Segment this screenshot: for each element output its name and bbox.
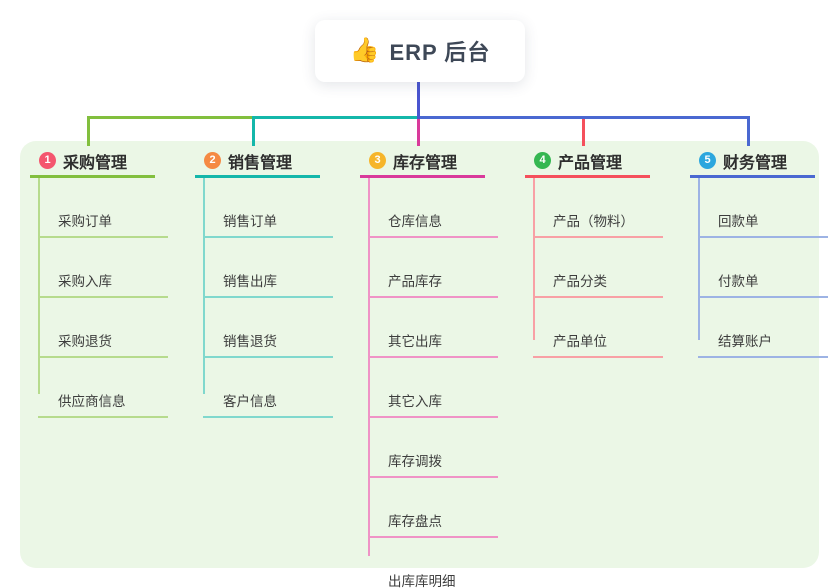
branch-children: 回款单付款单结算账户 — [698, 178, 828, 358]
node-label: 销售出库 — [223, 274, 277, 289]
branch-sales-child-1[interactable]: 销售订单 — [203, 178, 333, 238]
branch-children: 销售订单销售出库销售退货客户信息 — [203, 178, 333, 418]
branch-sales-child-4[interactable]: 客户信息 — [203, 358, 333, 418]
branch-purchase: 1 采购管理采购订单采购入库采购退货供应商信息 — [30, 146, 168, 418]
branch-inventory-header[interactable]: 3 库存管理 — [360, 146, 485, 178]
node-label: 产品库存 — [388, 274, 442, 289]
connector-drop-purchase — [87, 119, 90, 146]
branch-purchase-child-4[interactable]: 供应商信息 — [38, 358, 168, 418]
branch-connector-line — [533, 178, 535, 340]
branches-panel — [20, 141, 819, 568]
node-label: 供应商信息 — [58, 394, 126, 409]
branch-label: 产品管理 — [558, 154, 623, 172]
branch-connector-line — [38, 178, 40, 394]
branch-product-child-1[interactable]: 产品（物料） — [533, 178, 663, 238]
node-label: 产品单位 — [553, 334, 607, 349]
node-label: 采购退货 — [58, 334, 112, 349]
branch-label: 销售管理 — [228, 154, 293, 172]
branch-product-header[interactable]: 4 产品管理 — [525, 146, 650, 178]
branch-connector-line — [368, 178, 370, 556]
node-label: 付款单 — [718, 274, 759, 289]
branch-finance-child-2[interactable]: 付款单 — [698, 238, 828, 298]
branch-children: 产品（物料） 产品分类产品单位 — [533, 178, 663, 358]
connector-drop-product — [582, 119, 585, 146]
node-label: 回款单 — [718, 214, 759, 229]
branch-label: 财务管理 — [723, 154, 788, 172]
node-label: 库存盘点 — [388, 514, 442, 529]
branch-connector-line — [203, 178, 205, 394]
branch-connector-line — [698, 178, 700, 340]
branch-label: 库存管理 — [393, 154, 458, 172]
branch-number-badge: 1 — [39, 152, 56, 169]
branch-children: 采购订单采购入库采购退货供应商信息 — [38, 178, 168, 418]
branch-children: 仓库信息产品库存其它出库其它入库库存调拨库存盘点出库库明细 — [368, 178, 498, 588]
connector-root-stem — [417, 80, 420, 119]
branch-number-badge: 5 — [699, 152, 716, 169]
node-label: 出库库明细 — [388, 574, 456, 588]
branch-purchase-child-2[interactable]: 采购入库 — [38, 238, 168, 298]
connector-drop-finance — [747, 119, 750, 146]
root-title: ERP 后台 — [389, 40, 491, 65]
branch-number-badge: 3 — [369, 152, 386, 169]
node-label: 库存调拨 — [388, 454, 442, 469]
node-label: 产品分类 — [553, 274, 607, 289]
branch-inventory-child-5[interactable]: 库存调拨 — [368, 418, 498, 478]
branch-finance-header[interactable]: 5 财务管理 — [690, 146, 815, 178]
branch-inventory: 3 库存管理仓库信息产品库存其它出库其它入库库存调拨库存盘点出库库明细 — [360, 146, 498, 588]
branch-sales-header[interactable]: 2 销售管理 — [195, 146, 320, 178]
node-label: 销售退货 — [223, 334, 277, 349]
branch-finance-child-1[interactable]: 回款单 — [698, 178, 828, 238]
branch-sales: 2 销售管理销售订单销售出库销售退货客户信息 — [195, 146, 333, 418]
branch-label: 采购管理 — [63, 154, 128, 172]
branch-inventory-child-6[interactable]: 库存盘点 — [368, 478, 498, 538]
branch-inventory-child-2[interactable]: 产品库存 — [368, 238, 498, 298]
branch-sales-child-2[interactable]: 销售出库 — [203, 238, 333, 298]
branch-purchase-child-3[interactable]: 采购退货 — [38, 298, 168, 358]
node-label: 仓库信息 — [388, 214, 442, 229]
node-label: 采购订单 — [58, 214, 112, 229]
connector-horizontal-finance — [417, 116, 750, 119]
branch-purchase-child-1[interactable]: 采购订单 — [38, 178, 168, 238]
thumbs-up-icon: 👍 — [349, 37, 380, 64]
branch-product: 4 产品管理产品（物料） 产品分类产品单位 — [525, 146, 663, 358]
root-node[interactable]: 👍 ERP 后台 — [315, 20, 525, 82]
branch-purchase-header[interactable]: 1 采购管理 — [30, 146, 155, 178]
branch-finance: 5 财务管理回款单付款单结算账户 — [690, 146, 828, 358]
connector-horizontal-sales — [252, 116, 417, 119]
branch-product-child-3[interactable]: 产品单位 — [533, 298, 663, 358]
node-label: 其它入库 — [388, 394, 442, 409]
branch-number-badge: 2 — [204, 152, 221, 169]
branch-inventory-child-1[interactable]: 仓库信息 — [368, 178, 498, 238]
branch-product-child-2[interactable]: 产品分类 — [533, 238, 663, 298]
node-label: 结算账户 — [718, 334, 772, 349]
connector-drop-inventory — [417, 119, 420, 146]
node-label: 产品（物料） — [553, 214, 634, 229]
branch-inventory-child-4[interactable]: 其它入库 — [368, 358, 498, 418]
branch-inventory-child-7[interactable]: 出库库明细 — [368, 538, 498, 588]
branch-number-badge: 4 — [534, 152, 551, 169]
node-label: 其它出库 — [388, 334, 442, 349]
branch-finance-child-3[interactable]: 结算账户 — [698, 298, 828, 358]
branch-inventory-child-3[interactable]: 其它出库 — [368, 298, 498, 358]
node-label: 客户信息 — [223, 394, 277, 409]
branch-sales-child-3[interactable]: 销售退货 — [203, 298, 333, 358]
connector-drop-sales — [252, 119, 255, 146]
node-label: 采购入库 — [58, 274, 112, 289]
node-label: 销售订单 — [223, 214, 277, 229]
